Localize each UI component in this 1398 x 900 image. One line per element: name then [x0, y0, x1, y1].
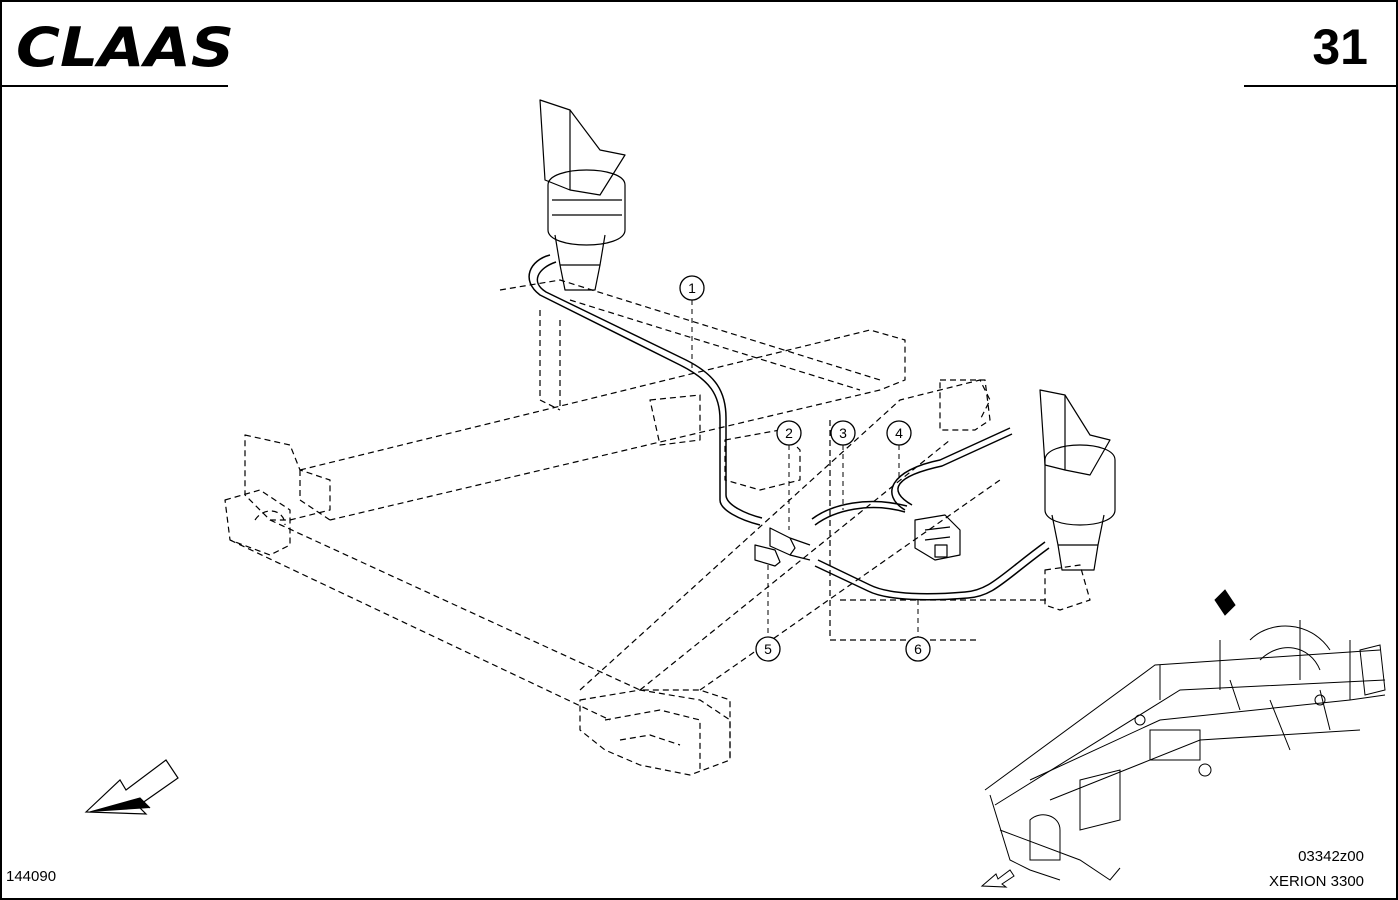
model-name: XERION 3300: [1268, 873, 1364, 890]
hydraulic-line-3: [811, 500, 908, 526]
front-axle-beam: [229, 279, 1050, 760]
callout-label-6: 6: [914, 641, 922, 657]
brand-logo: CLAAS: [14, 16, 236, 79]
callout-label-3: 3: [839, 425, 847, 441]
fitting-5: [754, 544, 781, 567]
valve-block: [914, 514, 961, 561]
reference-code: 03342z00: [1298, 848, 1364, 865]
hydraulic-line-1: [528, 254, 763, 526]
callout-1: [679, 275, 705, 301]
hydraulic-line-6: [814, 541, 1050, 601]
direction-arrow-icon: [84, 759, 179, 815]
page-number: 31: [1312, 19, 1368, 75]
brand-logo-text: CLAAS: [16, 18, 234, 72]
front-bottom-bracket: [579, 689, 731, 776]
callout-group: [679, 275, 931, 662]
callout-5: [755, 636, 781, 662]
callout-4: [886, 420, 912, 446]
drawing-id: 144090: [6, 868, 57, 885]
callout-label-2: 2: [785, 425, 793, 441]
callout-label-4: 4: [895, 425, 903, 441]
callout-label-5: 5: [764, 641, 772, 657]
overview-thumbnail: [984, 589, 1386, 881]
hydraulic-line-4: [891, 427, 1013, 511]
callout-6: [905, 636, 931, 662]
small-direction-arrow-icon: [980, 869, 1015, 888]
callout-3: [830, 420, 856, 446]
callout-labels: 1 2 3 4 5 6: [688, 280, 922, 657]
right-frame-block: [649, 379, 1091, 611]
left-suspension-cylinder: [539, 99, 626, 291]
callout-2: [776, 420, 802, 446]
callout-label-1: 1: [688, 280, 696, 296]
callout-leaders: [691, 300, 919, 637]
right-suspension-cylinder: [1039, 389, 1116, 571]
fitting-2: [769, 527, 811, 561]
left-bracket: [224, 434, 331, 556]
